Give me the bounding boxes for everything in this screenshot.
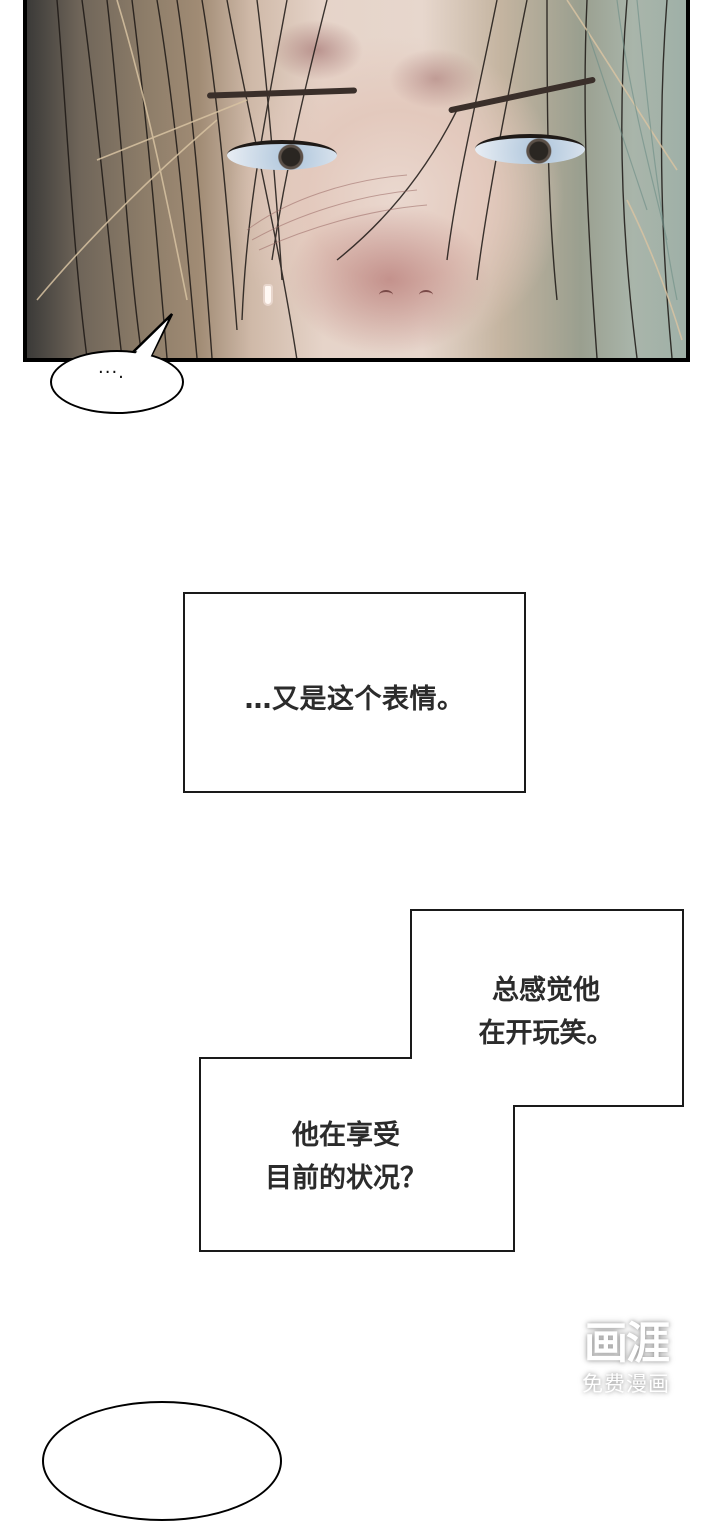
nostril-right [419, 290, 433, 300]
watermark: 画涯 免费漫画 [566, 1318, 686, 1418]
watermark-subtitle: 免费漫画 [582, 1372, 670, 1396]
hair-strands-illustration [36, 0, 683, 358]
caption-2-text: 总感觉他 在开玩笑。 [478, 975, 614, 1049]
nostril-left [379, 290, 393, 300]
speech-bubble [50, 350, 184, 414]
right-eye [475, 134, 585, 164]
caption-1-text: …又是这个表情。 [244, 684, 465, 715]
left-eye [227, 140, 337, 170]
speech-bubble-text: ···. [98, 362, 125, 383]
comic-panel-face-closeup [23, 0, 690, 362]
watermark-logo: 画涯 [584, 1318, 670, 1369]
caption-3-text: 他在享受 目前的状况？ [265, 1120, 427, 1194]
speech-bubble-bottom [42, 1401, 282, 1521]
sweat-drop [263, 284, 273, 306]
caption-box-1: …又是这个表情。 [183, 592, 526, 793]
